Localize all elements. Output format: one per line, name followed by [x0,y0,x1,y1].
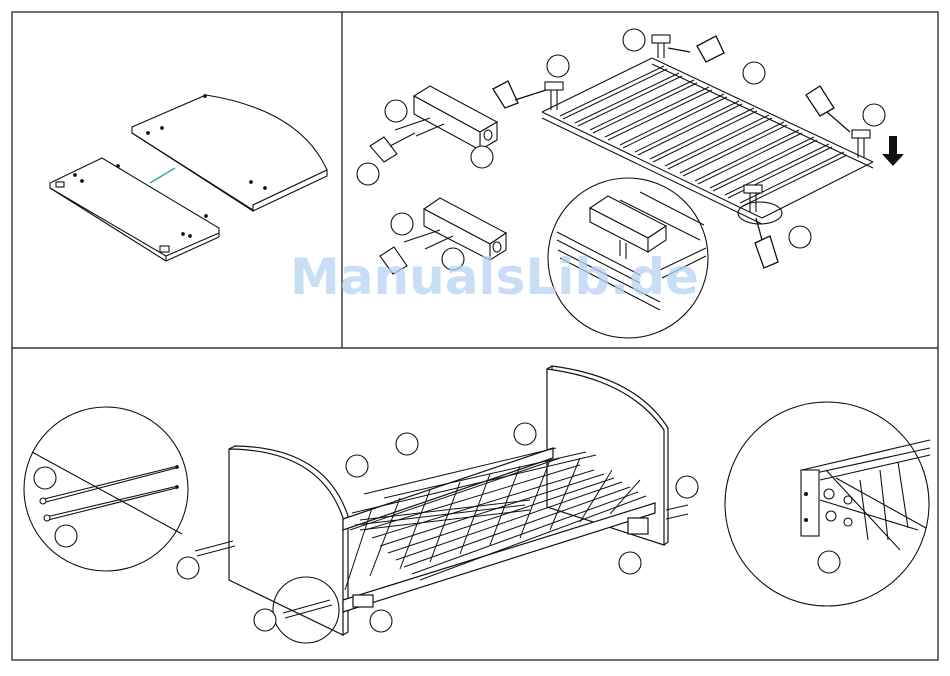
step3-bed [229,366,668,635]
flat-panel-notch-left [56,182,64,187]
flat-panel-notch-right [160,246,169,252]
step2-slat-frame [542,58,873,224]
step3-detail-circle-left [24,407,188,571]
dowel-connection-line [150,168,175,183]
step1-panels [50,95,327,261]
step3-detail-circle-right [725,402,930,606]
watermark: ManualsLib.de [290,248,670,306]
arrow-down-icon [882,136,904,166]
